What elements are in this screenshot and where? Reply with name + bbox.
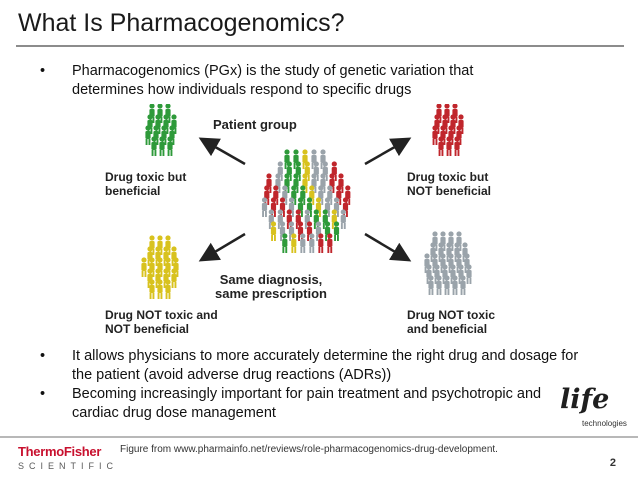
person-icon — [428, 275, 433, 295]
bottom-bullet-list: • It allows physicians to more accuratel… — [40, 347, 580, 423]
center-patient-cluster — [262, 149, 351, 253]
page-number: 2 — [610, 457, 616, 469]
label-bottom-left: Drug NOT toxic and NOT beneficial — [105, 308, 218, 336]
top-bullet-list: • Pharmacogenomics (PGx) is the study of… — [40, 62, 540, 100]
label-same-diagnosis-line1: Same diagnosis, — [215, 273, 327, 287]
bullet-marker: • — [40, 62, 45, 81]
person-icon — [432, 125, 437, 145]
person-icon — [466, 264, 471, 284]
person-icon — [159, 136, 164, 156]
person-icon — [300, 233, 305, 253]
bullet-marker: • — [40, 385, 45, 404]
person-icon — [327, 233, 332, 253]
arrow-top-left — [203, 140, 245, 164]
person-icon — [446, 136, 451, 156]
bullet-text: It allows physicians to more accurately … — [72, 348, 578, 383]
label-top-right-line1: Drug toxic but — [407, 170, 491, 184]
label-bottom-left-line1: Drug NOT toxic and — [105, 308, 218, 322]
label-same-diagnosis: Same diagnosis, same prescription — [215, 273, 327, 301]
person-icon — [309, 233, 314, 253]
bullet-marker: • — [40, 347, 45, 366]
arrow-top-right — [365, 140, 407, 164]
label-same-diagnosis-line2: same prescription — [215, 287, 327, 301]
life-technologies-logo: life technologies — [560, 384, 626, 430]
thermo-fisher-logo: ThermoFisher — [18, 444, 101, 459]
person-icon — [452, 275, 457, 295]
person-icon — [271, 221, 276, 241]
yellow-patient-cluster — [141, 235, 178, 299]
person-icon — [291, 233, 296, 253]
person-icon — [438, 136, 443, 156]
label-patient-group: Patient group — [213, 118, 297, 132]
label-bottom-right-line2: and beneficial — [407, 322, 495, 336]
person-icon — [444, 275, 449, 295]
person-icon — [145, 125, 150, 145]
person-icon — [334, 221, 339, 241]
person-icon — [318, 233, 323, 253]
person-icon — [157, 279, 162, 299]
person-icon — [167, 136, 172, 156]
person-icon — [151, 136, 156, 156]
label-bottom-right-line1: Drug NOT toxic — [407, 308, 495, 322]
label-bottom-left-line2: NOT beneficial — [105, 322, 218, 336]
pgx-diagram — [95, 104, 515, 342]
title-divider — [16, 45, 624, 47]
person-icon — [141, 257, 146, 277]
person-icon — [460, 275, 465, 295]
person-icon — [436, 275, 441, 295]
person-icon — [341, 209, 346, 229]
person-icon — [262, 197, 267, 217]
bullet-item: • Pharmacogenomics (PGx) is the study of… — [40, 62, 540, 100]
pgx-figure: Patient group Same diagnosis, same presc… — [95, 104, 515, 342]
label-top-left-line2: beneficial — [105, 184, 186, 198]
figure-caption: Figure from www.pharmainfo.net/reviews/r… — [120, 444, 498, 455]
person-icon — [282, 233, 287, 253]
person-icon — [171, 268, 176, 288]
red-patient-cluster — [432, 104, 463, 156]
label-top-right: Drug toxic but NOT beneficial — [407, 170, 491, 198]
green-patient-cluster — [145, 104, 176, 156]
footer-divider — [0, 436, 638, 438]
gray-patient-cluster — [424, 231, 471, 295]
life-logo-word: life — [560, 384, 609, 415]
label-top-right-line2: NOT beneficial — [407, 184, 491, 198]
bullet-text: Becoming increasingly important for pain… — [72, 386, 541, 421]
label-top-left: Drug toxic but beneficial — [105, 170, 186, 198]
person-icon — [165, 279, 170, 299]
slide-title: What Is Pharmacogenomics? — [18, 9, 345, 38]
thermo-fisher-scientific-wordmark: SCIENTIFIC — [18, 461, 118, 471]
arrow-bottom-left — [203, 234, 245, 259]
person-icon — [149, 279, 154, 299]
bullet-text: Pharmacogenomics (PGx) is the study of g… — [72, 63, 473, 98]
label-bottom-right: Drug NOT toxic and beneficial — [407, 308, 495, 336]
bullet-item: • It allows physicians to more accuratel… — [40, 347, 580, 385]
bullet-item: • Becoming increasingly important for pa… — [40, 385, 580, 423]
person-icon — [454, 136, 459, 156]
label-top-left-line1: Drug toxic but — [105, 170, 186, 184]
life-logo-tagline: technologies — [582, 419, 627, 428]
arrow-bottom-right — [365, 234, 407, 259]
